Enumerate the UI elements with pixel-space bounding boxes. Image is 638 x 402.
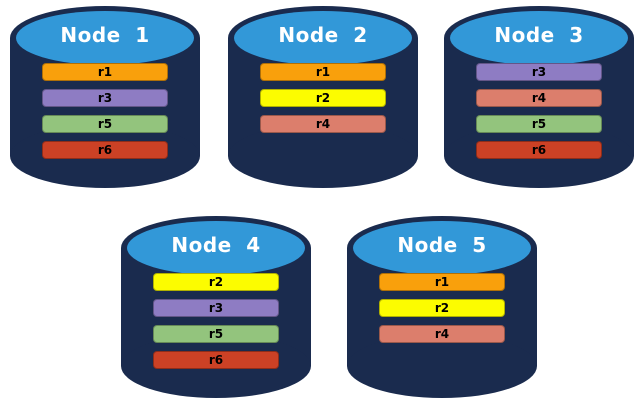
replica-bar-r6: r6 xyxy=(42,141,168,159)
replica-label: r1 xyxy=(434,275,450,289)
replica-bar-r4: r4 xyxy=(260,115,386,133)
replica-bar-r2: r2 xyxy=(379,299,505,317)
replica-bar-r2: r2 xyxy=(153,273,279,291)
replica-label: r6 xyxy=(97,143,113,157)
replica-bar-r3: r3 xyxy=(42,89,168,107)
replica-bar-r3: r3 xyxy=(476,63,602,81)
replica-bar-r2: r2 xyxy=(260,89,386,107)
replica-label: r3 xyxy=(208,301,224,315)
node-cylinder: Node 3 r3 r4 r5 r6 xyxy=(444,6,634,188)
cylinder-top-face xyxy=(353,221,531,275)
replica-bar-r4: r4 xyxy=(476,89,602,107)
replica-bar-r6: r6 xyxy=(153,351,279,369)
replica-bar-r6: r6 xyxy=(476,141,602,159)
replica-label: r5 xyxy=(531,117,547,131)
replica-bar-r1: r1 xyxy=(379,273,505,291)
replica-label: r5 xyxy=(97,117,113,131)
replica-label: r1 xyxy=(315,65,331,79)
replica-label: r6 xyxy=(531,143,547,157)
replica-list: r1 r3 r5 r6 xyxy=(42,63,168,167)
replica-label: r6 xyxy=(208,353,224,367)
cylinder-bottom-edge xyxy=(347,334,537,398)
replica-label: r2 xyxy=(315,91,331,105)
replica-bar-r5: r5 xyxy=(42,115,168,133)
node-label: Node 4 xyxy=(171,233,261,257)
replica-list: r3 r4 r5 r6 xyxy=(476,63,602,167)
replica-label: r4 xyxy=(434,327,450,341)
node-cylinder: Node 2 r1 r2 r4 xyxy=(228,6,418,188)
node-cylinder: Node 4 r2 r3 r5 r6 xyxy=(121,216,311,398)
replica-bar-r1: r1 xyxy=(42,63,168,81)
replica-label: r2 xyxy=(208,275,224,289)
cylinder-top-face xyxy=(234,11,412,65)
node-label: Node 3 xyxy=(494,23,584,47)
node-label: Node 1 xyxy=(60,23,150,47)
replica-list: r1 r2 r4 xyxy=(379,273,505,351)
replica-list: r2 r3 r5 r6 xyxy=(153,273,279,377)
node-cylinder: Node 1 r1 r3 r5 r6 xyxy=(10,6,200,188)
replica-label: r5 xyxy=(208,327,224,341)
node-label: Node 2 xyxy=(278,23,368,47)
node-label: Node 5 xyxy=(397,233,487,257)
replica-label: r3 xyxy=(531,65,547,79)
node-cylinder: Node 5 r1 r2 r4 xyxy=(347,216,537,398)
replica-label: r1 xyxy=(97,65,113,79)
replica-label: r4 xyxy=(315,117,331,131)
cylinder-top-face xyxy=(16,11,194,65)
replica-bar-r1: r1 xyxy=(260,63,386,81)
replica-label: r3 xyxy=(97,91,113,105)
cylinder-bottom-edge xyxy=(228,124,418,188)
replica-bar-r5: r5 xyxy=(476,115,602,133)
replica-label: r2 xyxy=(434,301,450,315)
replica-list: r1 r2 r4 xyxy=(260,63,386,141)
cylinder-top-face xyxy=(450,11,628,65)
cylinder-top-face xyxy=(127,221,305,275)
replica-label: r4 xyxy=(531,91,547,105)
replica-bar-r5: r5 xyxy=(153,325,279,343)
replica-bar-r3: r3 xyxy=(153,299,279,317)
replica-bar-r4: r4 xyxy=(379,325,505,343)
